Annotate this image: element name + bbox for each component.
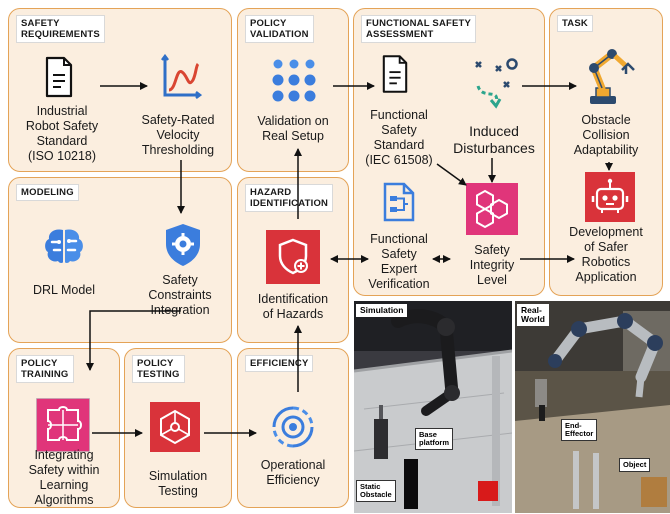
label-development: Development of Safer Robotics Applicatio… [569, 225, 643, 284]
tag-object: Object [619, 458, 651, 472]
panel-title-policy-validation: POLICY VALIDATION [245, 15, 314, 43]
label-velocity-thresholding: Safety-Rated Velocity Thresholding [141, 113, 215, 157]
efficiency-target-icon [272, 406, 314, 448]
hexagons-icon [466, 183, 518, 235]
tag-static-obstacle: Static Obstacle [356, 480, 396, 502]
label-validation: Validation on Real Setup [257, 114, 329, 143]
real-world-title: Real- World [517, 304, 549, 326]
panel-title-policy-training: POLICY TRAINING [16, 355, 74, 383]
label-safety-constraints: Safety Constraints Integration [148, 273, 212, 317]
panel-title-efficiency: EFFICIENCY [245, 355, 314, 372]
strategy-play-icon [475, 58, 518, 109]
panel-title-safety-requirements: SAFETY REQUIREMENTS [16, 15, 105, 43]
shield-plus-icon [266, 230, 320, 284]
simulation-title: Simulation [356, 304, 408, 317]
label-induced-disturbances: Induced Disturbances [453, 123, 535, 156]
label-iec-standard: Functional Safety Standard (IEC 61508) [365, 108, 433, 167]
tag-end-effector: End- Effector [561, 419, 598, 441]
puzzle-icon [36, 398, 90, 452]
label-operational-efficiency: Operational Efficiency [260, 458, 326, 487]
shield-gear-icon [166, 224, 200, 266]
label-safety-integrity-level: Safety Integrity Level [469, 243, 515, 287]
robot-arm-icon [589, 49, 635, 104]
panel-title-modeling: MODELING [16, 184, 79, 201]
simulation-image: Simulation Base platform Static Obstacle [354, 301, 512, 513]
document-icon [45, 56, 73, 98]
real-world-image: Real- World End- Effector Object [515, 301, 670, 513]
flowchart-doc-icon [383, 182, 415, 222]
panel-title-task: TASK [557, 15, 593, 32]
label-drl-model: DRL Model [32, 283, 96, 297]
label-expert-verification: Functional Safety Expert Verification [368, 232, 430, 291]
document-icon [382, 55, 408, 93]
dot-grid-icon [272, 59, 316, 102]
label-simulation-testing: Simulation Testing [148, 469, 208, 498]
tag-base-platform: Base platform [415, 428, 453, 450]
panel-title-functional-safety: FUNCTIONAL SAFETY ASSESSMENT [361, 15, 477, 43]
panel-title-policy-testing: POLICY TESTING [132, 355, 185, 383]
panel-policy-validation: POLICY VALIDATION [237, 8, 349, 172]
label-iso-standard: Industrial Robot Safety Standard (ISO 10… [25, 104, 99, 163]
panel-safety-requirements: SAFETY REQUIREMENTS [8, 8, 232, 172]
panel-title-hazard-identification: HAZARD IDENTIFICATION [245, 184, 334, 212]
label-integrating-safety: Integrating Safety within Learning Algor… [28, 448, 100, 507]
label-identification-hazards: Identification of Hazards [257, 292, 329, 321]
chart-curve-icon [161, 54, 202, 99]
label-obstacle-adaptability: Obstacle Collision Adaptability [573, 113, 639, 157]
robot-head-icon [585, 172, 635, 222]
network-node-icon [150, 402, 200, 452]
brain-icon [45, 229, 83, 263]
real-world-scene [515, 301, 670, 513]
